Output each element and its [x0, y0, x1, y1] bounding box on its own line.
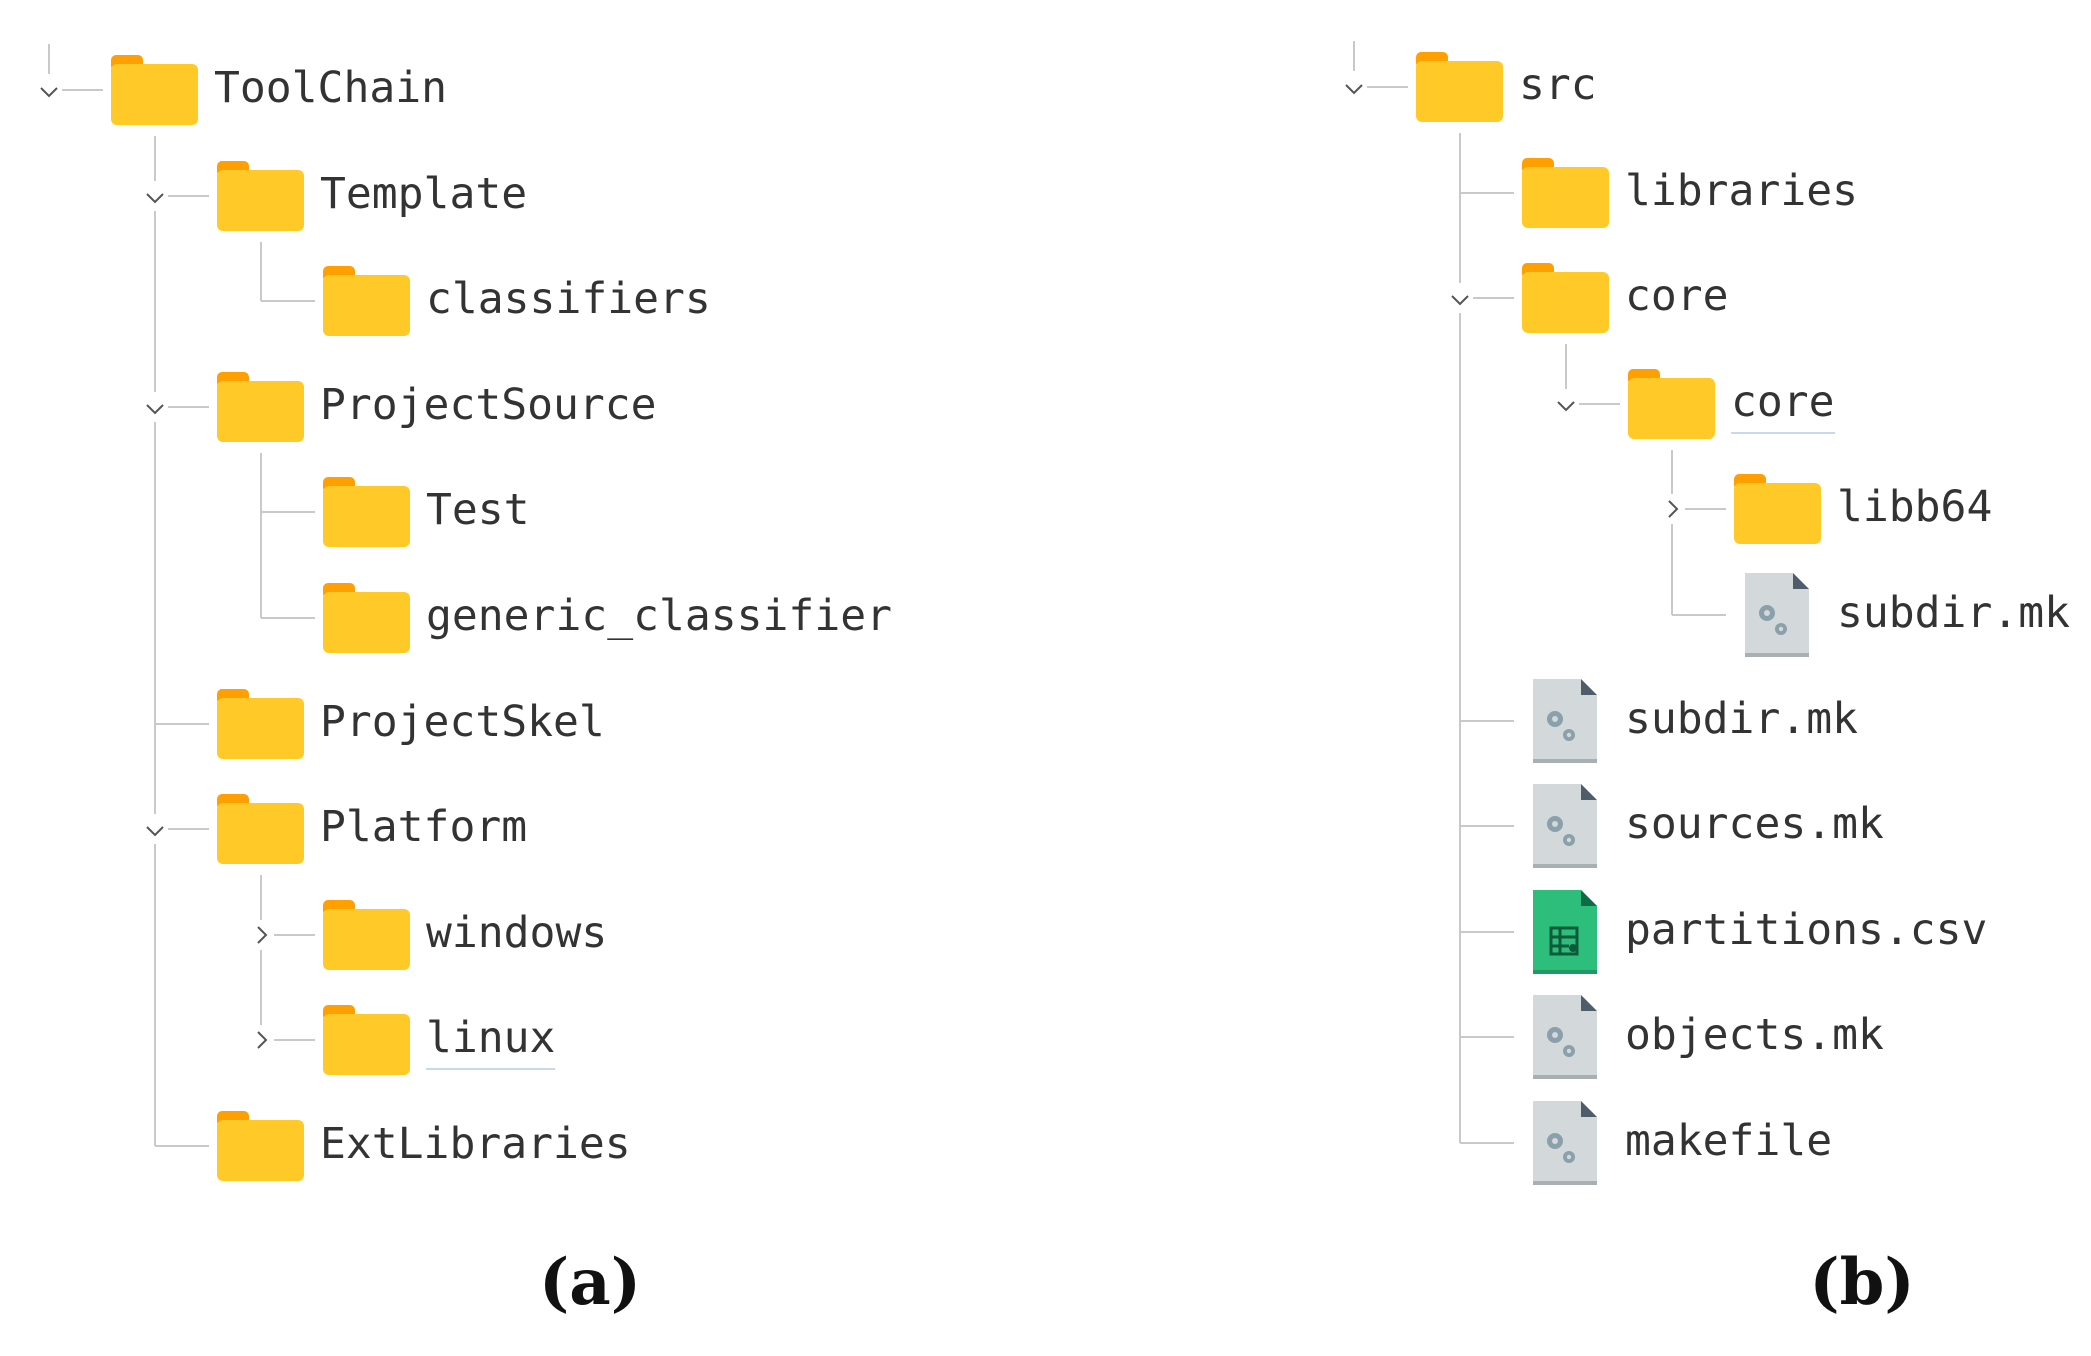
item-label: ToolChain: [214, 63, 447, 113]
folder-icon: [1522, 157, 1609, 233]
chevron-down-icon[interactable]: [1341, 72, 1367, 102]
tree-connector: [1672, 508, 1726, 511]
tree-connector-stub: [48, 44, 50, 74]
item-label: ProjectSkel: [320, 696, 605, 747]
tree-connector: [261, 1039, 315, 1042]
folder-icon: [1522, 263, 1609, 338]
item-label: classifiers: [426, 274, 711, 325]
folder-icon: [323, 266, 410, 341]
tree-connector: [49, 89, 103, 91]
folder-icon: [323, 1005, 410, 1080]
tree-connector-vertical: [260, 241, 262, 302]
chevron-right-icon[interactable]: [248, 919, 274, 950]
item-label: libraries: [1625, 165, 1858, 216]
tree-connector: [1566, 402, 1620, 405]
tree-connector-stub: [1353, 41, 1355, 71]
tree-connector-vertical: [1459, 133, 1461, 1143]
makefile-gear-icon: [1745, 573, 1809, 662]
caption-a: (a): [538, 1245, 642, 1320]
chevron-down-icon[interactable]: [1553, 388, 1579, 419]
item-label: src: [1519, 60, 1597, 110]
caption-b: (b): [1809, 1245, 1915, 1320]
chevron-down-icon[interactable]: [142, 391, 168, 422]
chevron-down-icon[interactable]: [1447, 283, 1473, 314]
makefile-gear-icon: [1533, 995, 1597, 1084]
item-label: linux: [426, 1008, 556, 1071]
tree-connector: [155, 828, 209, 831]
folder-icon: [1734, 474, 1821, 549]
makefile-gear-icon: [1533, 1101, 1597, 1190]
item-label: core: [1731, 372, 1835, 434]
tree-connector: [261, 511, 315, 514]
tree-connector: [155, 1145, 209, 1147]
tree-connector-vertical: [260, 452, 262, 618]
folder-icon: [217, 794, 304, 869]
folder-icon: [1628, 368, 1715, 444]
item-label: objects.mk: [1625, 1010, 1884, 1061]
tree-connector: [261, 300, 315, 303]
tree-connector: [155, 405, 209, 408]
folder-icon: [111, 55, 198, 130]
spreadsheet-file-icon: [1533, 889, 1597, 979]
tree-connector-vertical: [260, 875, 262, 1041]
folder-icon: [217, 371, 304, 447]
tree-connector: [1460, 297, 1514, 300]
tree-connector: [1460, 825, 1514, 828]
chevron-down-icon[interactable]: [142, 180, 168, 211]
tree-connector: [155, 722, 209, 725]
tree-connector: [1460, 191, 1514, 194]
tree-connector: [1460, 1142, 1514, 1144]
tree-connector-vertical: [1565, 344, 1567, 404]
folder-icon: [323, 583, 410, 658]
item-label: ProjectSource: [320, 379, 657, 430]
folder-icon: [323, 899, 410, 975]
tree-connector: [1672, 614, 1726, 616]
folder-icon: [217, 1111, 304, 1186]
chevron-right-icon[interactable]: [248, 1025, 274, 1056]
tree-connector: [1460, 930, 1514, 933]
tree-connector: [155, 194, 209, 197]
tree-connector: [1354, 86, 1408, 88]
folder-icon: [217, 688, 304, 764]
chevron-down-icon[interactable]: [142, 814, 168, 845]
tree-connector-vertical: [1671, 449, 1673, 615]
tree-connector: [1460, 719, 1514, 722]
chevron-down-icon[interactable]: [36, 75, 62, 105]
item-label: libb64: [1837, 482, 1993, 533]
makefile-gear-icon: [1533, 678, 1597, 768]
item-label: subdir.mk: [1625, 693, 1858, 744]
item-label: makefile: [1625, 1116, 1833, 1166]
item-label: core: [1625, 271, 1729, 322]
item-label: Template: [320, 168, 528, 219]
item-label: windows: [426, 907, 608, 958]
item-label: partitions.csv: [1625, 904, 1988, 955]
makefile-gear-icon: [1533, 784, 1597, 873]
folder-icon: [1416, 52, 1503, 127]
item-label: sources.mk: [1625, 799, 1884, 850]
tree-connector: [1460, 1036, 1514, 1039]
folder-icon: [217, 160, 304, 236]
item-label: Test: [426, 485, 530, 536]
item-label: Platform: [320, 802, 528, 853]
folder-icon: [323, 477, 410, 552]
item-label: generic_classifier: [426, 591, 892, 641]
item-label: ExtLibraries: [320, 1119, 631, 1169]
tree-connector: [261, 933, 315, 936]
chevron-right-icon[interactable]: [1659, 494, 1685, 525]
tree-connector: [261, 617, 315, 619]
item-label: subdir.mk: [1837, 588, 2070, 638]
tree-connector-vertical: [154, 136, 156, 1146]
